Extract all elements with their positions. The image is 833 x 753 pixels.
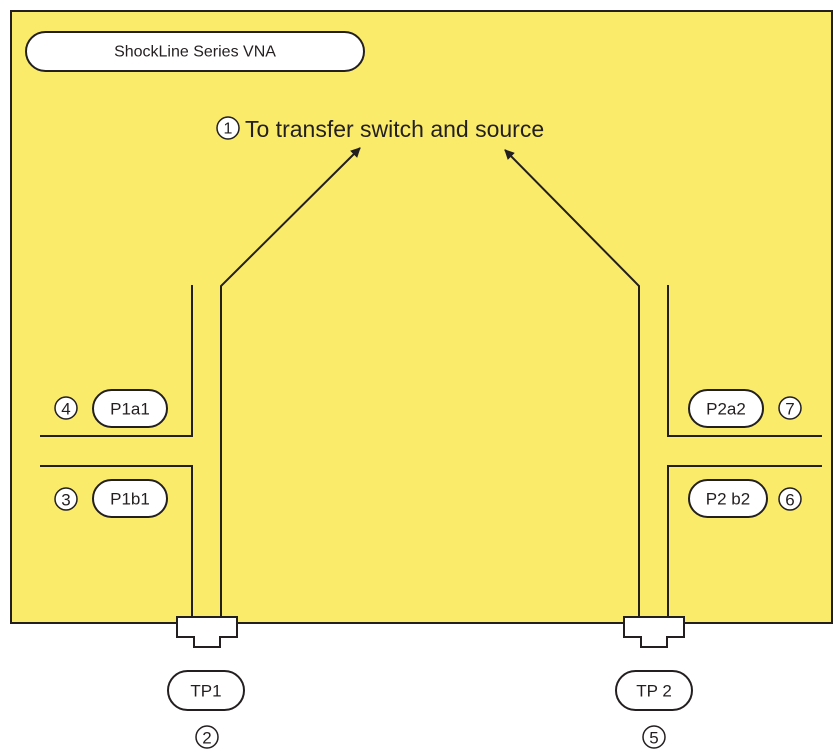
instrument-title-badge: ShockLine Series VNA <box>25 31 365 72</box>
p1b1-label-group: 3 P1b1 <box>54 479 168 518</box>
p1b1-badge <box>92 479 168 518</box>
tp2-label-group: TP 2 5 <box>615 670 693 749</box>
destination-number-circle <box>216 116 240 140</box>
port2-coupler-line-upper <box>667 285 822 437</box>
p2a2-number: 7 <box>785 400 794 419</box>
tp2-badge <box>615 670 693 711</box>
port1-connector <box>176 616 238 648</box>
p1a1-number: 4 <box>61 400 70 419</box>
p2a2-badge <box>688 389 764 428</box>
port1-coupler-line-lower <box>40 465 193 617</box>
p1b1-label: P1b1 <box>110 490 150 509</box>
p2b2-badge <box>688 479 768 518</box>
tp2-number: 5 <box>649 729 658 748</box>
port1-arrow-line <box>220 147 361 617</box>
tp2-label: TP 2 <box>636 682 672 701</box>
destination-text: To transfer switch and source <box>245 116 544 142</box>
tp1-label: TP1 <box>190 682 221 701</box>
p2a2-label: P2a2 <box>706 400 746 419</box>
port2-arrow-line <box>504 149 640 617</box>
destination-number: 1 <box>224 121 233 138</box>
tp1-label-group: TP1 2 <box>167 670 245 749</box>
p1a1-label: P1a1 <box>110 400 150 419</box>
p1a1-label-group: 4 P1a1 <box>54 389 168 428</box>
port2-coupler-line-lower <box>667 465 822 617</box>
p2a2-number-circle <box>778 396 802 420</box>
tp1-badge <box>167 670 245 711</box>
p1a1-badge <box>92 389 168 428</box>
p2b2-number: 6 <box>785 491 794 510</box>
tp2-number-circle <box>642 725 666 749</box>
vna-panel <box>10 10 833 624</box>
p2b2-number-circle <box>778 487 802 511</box>
port1-coupler-line-upper <box>40 285 193 437</box>
port1-signal-path <box>40 147 361 617</box>
port2-signal-path <box>504 149 822 617</box>
p1a1-number-circle <box>54 396 78 420</box>
tp1-number: 2 <box>202 729 211 748</box>
p1b1-number: 3 <box>61 491 70 510</box>
destination-label: 1 To transfer switch and source <box>216 116 544 142</box>
port2-connector <box>623 616 685 648</box>
tp1-number-circle <box>195 725 219 749</box>
p2a2-label-group: P2a2 7 <box>688 389 802 428</box>
p1b1-number-circle <box>54 487 78 511</box>
p2b2-label: P2 b2 <box>706 490 750 509</box>
instrument-title: ShockLine Series VNA <box>114 44 276 61</box>
p2b2-label-group: P2 b2 6 <box>688 479 802 518</box>
